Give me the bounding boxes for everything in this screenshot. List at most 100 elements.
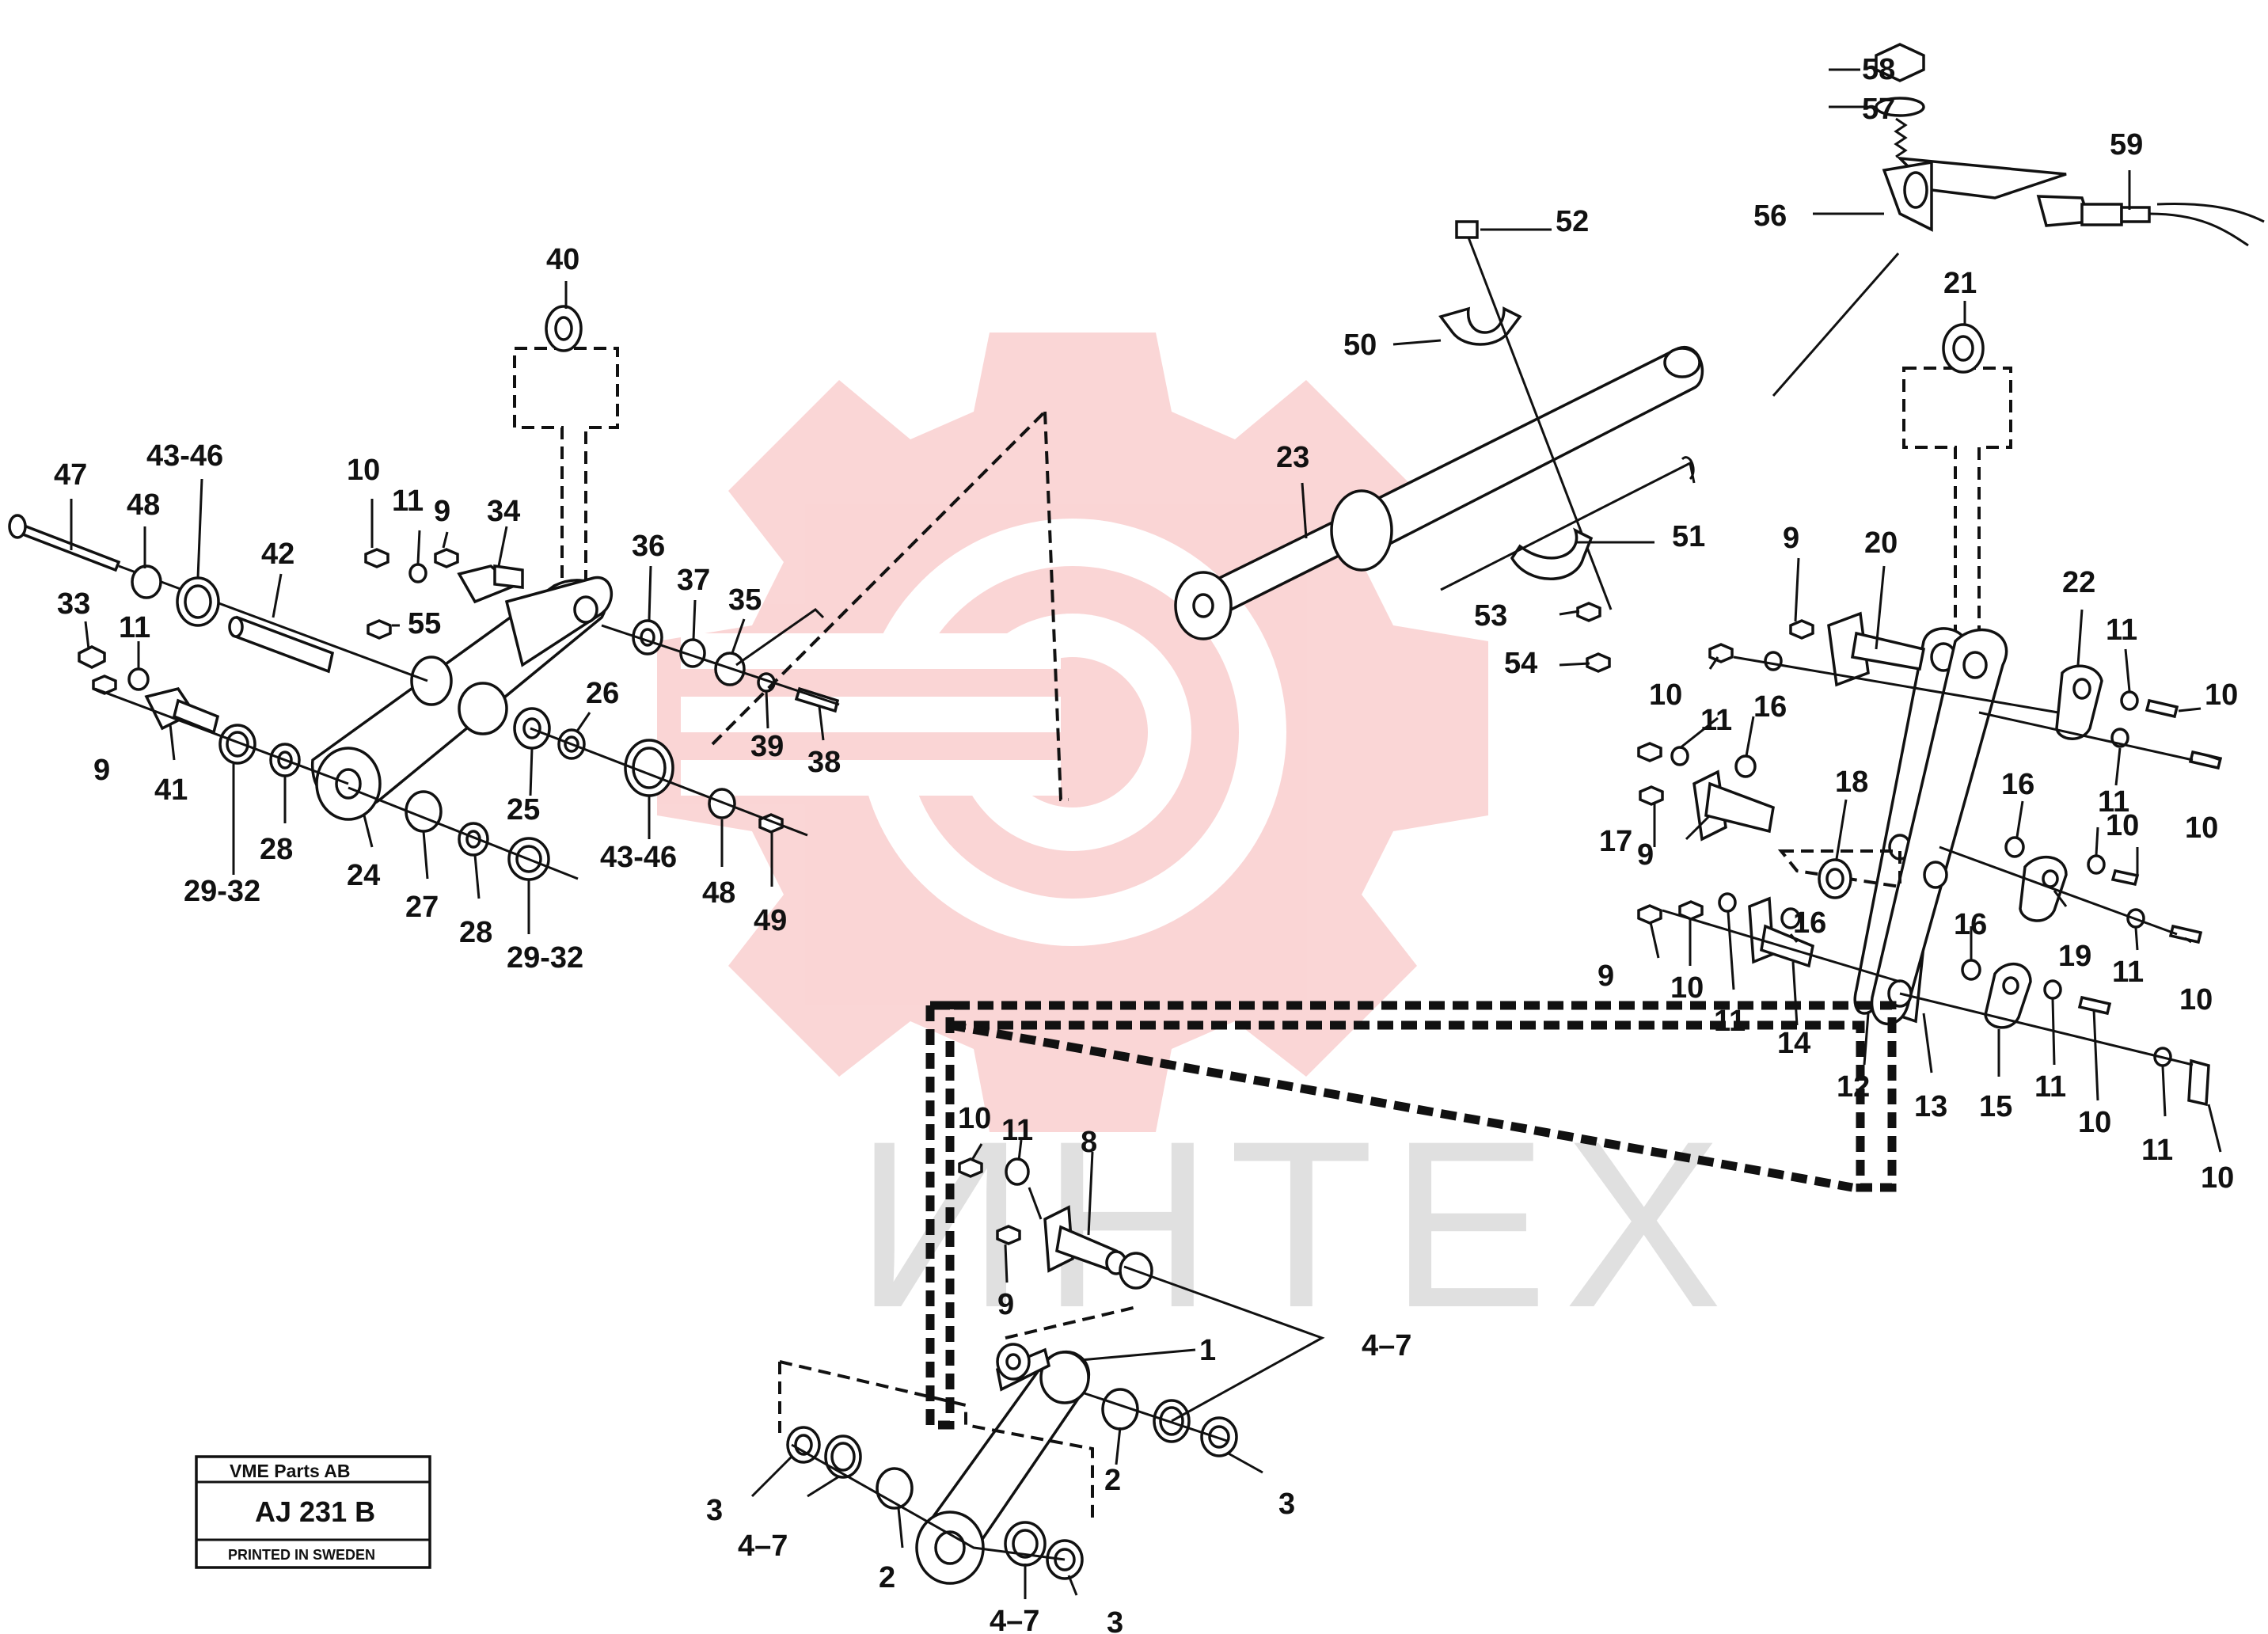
nut-53 bbox=[1576, 602, 1601, 622]
label-36: 36 bbox=[632, 530, 665, 563]
bolt-9-right-b bbox=[1639, 785, 1664, 806]
label-37: 37 bbox=[677, 564, 710, 597]
dashed-18 bbox=[1777, 849, 1901, 889]
label-41: 41 bbox=[154, 773, 188, 807]
washer-11-lower bbox=[1005, 1157, 1030, 1186]
pin-14 bbox=[1760, 924, 1814, 968]
bolt-52 bbox=[1455, 220, 1479, 239]
label-11-upper: 11 bbox=[392, 484, 424, 518]
washer-11-right-d bbox=[1670, 746, 1689, 766]
label-51: 51 bbox=[1672, 520, 1705, 553]
label-10-right-h: 10 bbox=[2201, 1161, 2234, 1195]
bolt-9-lower bbox=[996, 1225, 1021, 1245]
left-lever-assembly bbox=[8, 281, 840, 934]
nut-58 bbox=[1875, 43, 1925, 82]
nipple-16-c bbox=[1780, 907, 1801, 929]
washer-48 bbox=[131, 564, 162, 599]
label-38: 38 bbox=[807, 746, 841, 779]
printed-note: PRINTED IN SWEDEN bbox=[228, 1547, 375, 1563]
label-10-right-d: 10 bbox=[2185, 811, 2218, 845]
cylinder-barrel bbox=[1343, 345, 1704, 557]
stud-spring bbox=[1894, 117, 1908, 158]
dashed-lower-1 bbox=[779, 1360, 1094, 1520]
label-53: 53 bbox=[1474, 599, 1507, 633]
plate-19 bbox=[2019, 855, 2068, 922]
label-52: 52 bbox=[1556, 205, 1589, 238]
drawing-number: AJ 231 B bbox=[255, 1495, 375, 1528]
label-43-46-top: 43-46 bbox=[146, 439, 223, 473]
label-11-right-d: 11 bbox=[2112, 956, 2144, 989]
label-59: 59 bbox=[2110, 128, 2143, 162]
label-16-c: 16 bbox=[1793, 906, 1826, 940]
label-57: 57 bbox=[1862, 93, 1895, 126]
label-48-right: 48 bbox=[702, 876, 735, 910]
label-9-left: 9 bbox=[93, 754, 110, 787]
dashed-link-1 bbox=[1043, 411, 1069, 801]
bolt-9-right-c bbox=[1637, 904, 1662, 925]
clamp-51 bbox=[1510, 527, 1594, 580]
label-10-right-g: 10 bbox=[2078, 1106, 2111, 1139]
bolt-10-right-e bbox=[2110, 868, 2140, 887]
label-55: 55 bbox=[408, 607, 441, 640]
label-54: 54 bbox=[1504, 647, 1537, 680]
label-10-right-e: 10 bbox=[2179, 983, 2213, 1016]
washer-11-right-g bbox=[1718, 892, 1737, 913]
label-15: 15 bbox=[1979, 1090, 2012, 1123]
label-58: 58 bbox=[1862, 53, 1895, 86]
bolt-10-right-c bbox=[2188, 750, 2223, 770]
bolt-10-right-a bbox=[1708, 643, 1734, 663]
label-39: 39 bbox=[750, 730, 784, 763]
label-4-7-left: 4–7 bbox=[738, 1530, 788, 1563]
nipple-16-a bbox=[1734, 754, 1757, 778]
bolt-10-right-d bbox=[1637, 742, 1662, 762]
washer-11-right-a bbox=[1764, 651, 1783, 671]
label-10-left: 10 bbox=[347, 454, 380, 487]
pin-20 bbox=[1850, 631, 1926, 671]
label-11-right-c: 11 bbox=[2098, 785, 2129, 819]
label-13: 13 bbox=[1914, 1090, 1947, 1123]
washer-57 bbox=[1875, 97, 1925, 117]
label-14: 14 bbox=[1777, 1027, 1810, 1060]
label-3-right: 3 bbox=[1278, 1488, 1295, 1521]
label-18: 18 bbox=[1835, 766, 1868, 799]
label-28-lower: 28 bbox=[459, 916, 492, 949]
label-43-46-right: 43-46 bbox=[600, 841, 677, 874]
watermark-text: ИНТЕХ bbox=[855, 1091, 1738, 1357]
sensor-59-nut bbox=[2080, 203, 2123, 226]
washer-11-upper bbox=[408, 563, 427, 583]
sensor-bracket-assembly bbox=[1772, 43, 2265, 397]
washer-11-right-e bbox=[2087, 854, 2106, 875]
bolt-47 bbox=[10, 520, 121, 572]
nipple-16-b bbox=[2004, 836, 2025, 858]
pin-42 bbox=[231, 615, 335, 674]
label-10-right-f: 10 bbox=[1670, 971, 1704, 1005]
label-9-right-b: 9 bbox=[1637, 838, 1654, 872]
label-16-a: 16 bbox=[1753, 690, 1787, 724]
washer-11-left bbox=[127, 667, 150, 691]
label-34: 34 bbox=[487, 495, 520, 528]
label-2-right: 2 bbox=[1104, 1464, 1121, 1497]
label-8: 8 bbox=[1081, 1126, 1097, 1159]
cylinder-collar bbox=[1330, 489, 1393, 572]
bolt-9-right bbox=[1789, 619, 1814, 640]
pin-17 bbox=[1704, 781, 1775, 834]
label-23: 23 bbox=[1276, 441, 1309, 474]
nipple-16-d bbox=[1961, 959, 1981, 981]
label-29-32-lower: 29-32 bbox=[507, 941, 583, 975]
label-29-32-left: 29-32 bbox=[184, 875, 260, 908]
label-40: 40 bbox=[546, 243, 579, 276]
bolt-10-left bbox=[364, 548, 389, 568]
label-35: 35 bbox=[728, 583, 762, 617]
label-56: 56 bbox=[1753, 200, 1787, 233]
label-47: 47 bbox=[54, 458, 87, 492]
double-dashed-connector bbox=[925, 1001, 1897, 1430]
washer-37 bbox=[679, 638, 706, 668]
bracket-40-dashed bbox=[513, 347, 619, 603]
label-48-top: 48 bbox=[127, 488, 160, 522]
label-27: 27 bbox=[405, 891, 439, 924]
label-10-right-c: 10 bbox=[2106, 809, 2139, 842]
watermark-gear bbox=[657, 332, 1488, 1132]
right-lever-assembly bbox=[1637, 301, 2223, 1153]
label-28-left: 28 bbox=[260, 833, 293, 866]
